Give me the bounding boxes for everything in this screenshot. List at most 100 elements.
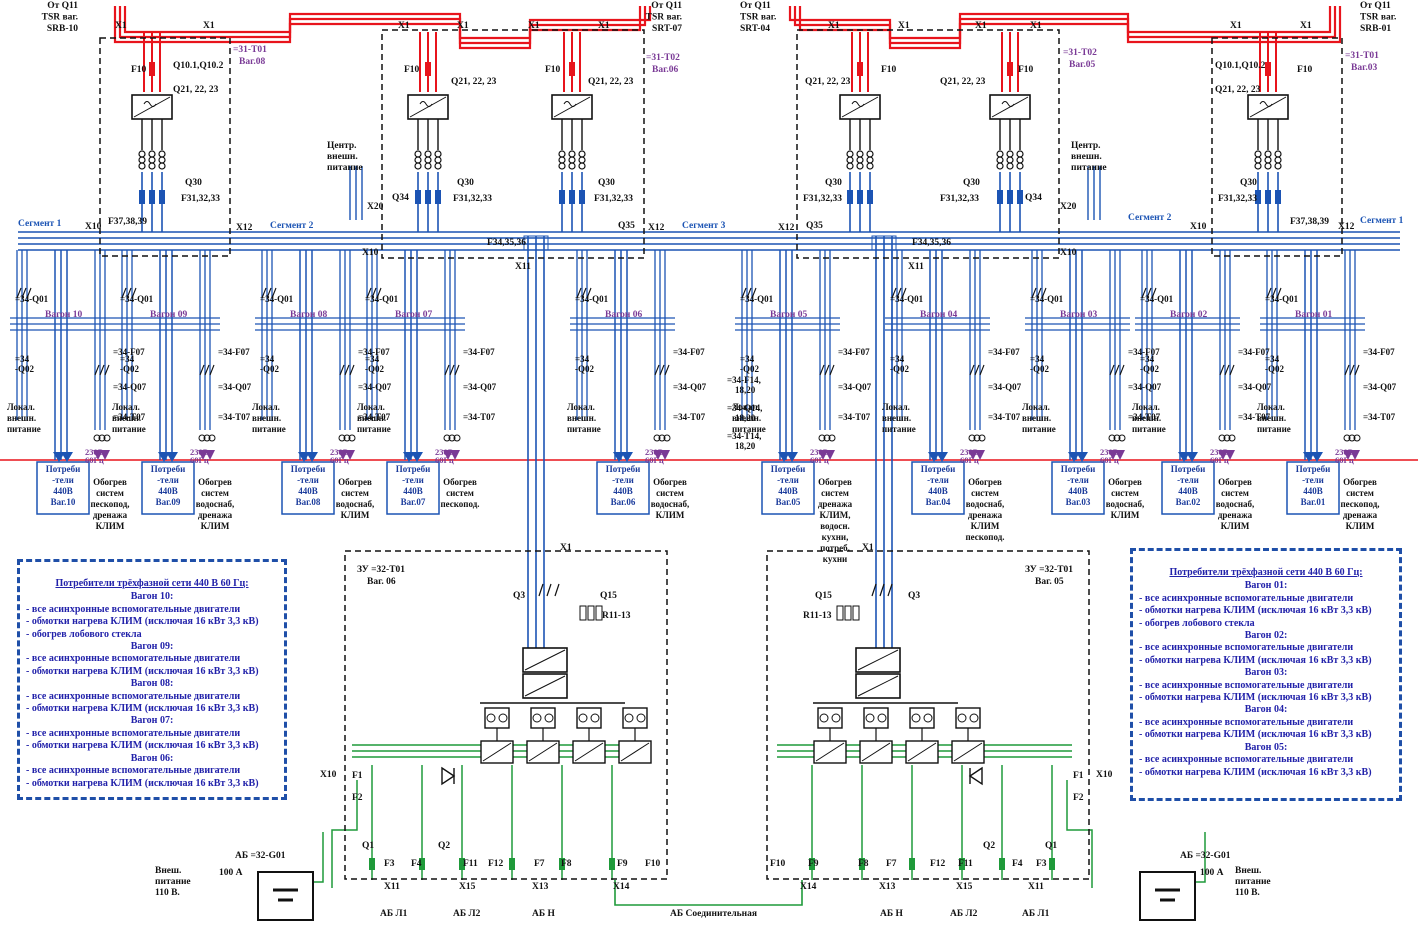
terminal-label: X15 [459, 882, 476, 892]
heater-label: дренажа [93, 510, 128, 520]
fuse-label: F37,38,39 [108, 217, 147, 227]
switch-q07 [199, 364, 205, 376]
source-label-srt04: SRT-04 [740, 24, 770, 34]
switch-q07 [339, 364, 345, 376]
central-supply-label: питание [327, 163, 363, 173]
transformer [576, 707, 602, 729]
switch-q07 [349, 364, 355, 376]
local-supply-label: питание [7, 424, 41, 434]
wagon-label: Вагон 02 [1170, 310, 1208, 320]
switch-q21-label: Q21, 22, 23 [805, 77, 851, 87]
transformer [863, 707, 889, 729]
choke-coil [856, 150, 864, 158]
transformer-coil [957, 713, 967, 723]
module-label: =31-T01 [233, 45, 267, 55]
voltage-label: 230В, [1210, 447, 1231, 457]
switch-q01 [576, 287, 582, 299]
fuse-f31-label: F31,32,33 [803, 194, 842, 204]
switch-q07 [204, 364, 210, 376]
battery-line-label: АБ Н [532, 909, 556, 919]
fuse-f10-label: F10 [545, 65, 561, 75]
switch-q01 [261, 287, 267, 299]
switch-label: Q15 [600, 591, 617, 601]
fuse-f07-label: =34-F07 [218, 347, 250, 357]
switch-q07 [94, 364, 100, 376]
switch-q02-label: -Q02 [120, 364, 139, 374]
battery-link [1066, 780, 1093, 888]
heater-transformer [1113, 434, 1121, 442]
module-label: Ваг.06 [652, 65, 678, 75]
switch-q02-label: =34 [365, 354, 380, 364]
terminal-label: X20 [1060, 202, 1077, 212]
heater-label: кухни [823, 554, 847, 564]
resistor-label: R11-13 [602, 611, 631, 621]
local-supply-label: Локал. [732, 402, 760, 412]
transformer-coil [486, 713, 496, 723]
terminal-x1-label: X1 [1230, 21, 1242, 31]
converter-wave [1259, 101, 1273, 107]
module-label: =31-T01 [1345, 51, 1379, 61]
legend-box-left: Потребители трёхфазной сети 440 В 60 Гц:… [17, 559, 287, 800]
fuse-label: F10 [645, 859, 661, 869]
heater-arrow [443, 450, 460, 460]
fuse-f31-label: F31,32,33 [453, 194, 492, 204]
consumer-label: Ваг.02 [1176, 497, 1201, 507]
source-label-srb01: SRB-01 [1360, 24, 1391, 34]
switch-q07 [1114, 364, 1120, 376]
wagon-label: Вагон 06 [605, 310, 643, 320]
heater-transformer [203, 434, 211, 442]
switch-q07 [344, 364, 350, 376]
battery-output [1195, 832, 1206, 883]
converter-diagonal [482, 742, 512, 762]
switch-q07 [829, 364, 835, 376]
switch-q30-label: Q30 [963, 178, 980, 188]
heater-transformer [823, 434, 831, 442]
transformer [817, 707, 843, 729]
fuse-f07-label: =34-F07 [838, 347, 870, 357]
consumer-arrow [1178, 452, 1198, 462]
local-supply-label: Локал. [112, 402, 140, 412]
fuse-f10 [857, 62, 863, 76]
terminal-label: X14 [800, 882, 817, 892]
converter-diagonal [991, 96, 1029, 118]
resistor [852, 605, 860, 621]
legend-heading: Вагон 07: [130, 715, 174, 727]
converter-diagonal [907, 742, 937, 762]
switch-label: Q3 [908, 591, 920, 601]
terminal-label: X11 [908, 262, 924, 272]
heater-label: КЛИМ [201, 521, 230, 531]
switch-q01 [751, 287, 757, 299]
switch-q02-label: -Q02 [365, 364, 384, 374]
transformer-t14-label: =34-T14, [727, 431, 761, 441]
rectifier-diagonal [524, 649, 566, 671]
choke-coil [1254, 156, 1262, 164]
choke-coil [138, 162, 146, 170]
heater-label: КЛИМ, [820, 510, 851, 520]
switch-q02-label: -Q02 [260, 364, 279, 374]
transformer-t07-label: =34-T07 [1128, 412, 1161, 422]
wagon-label: Вагон 01 [1295, 310, 1333, 320]
choke-coil [568, 162, 576, 170]
terminal-label: X14 [613, 882, 630, 892]
battery-fuse [509, 858, 515, 870]
switch-q02-label: -Q02 [1030, 364, 1049, 374]
switch-q01 [581, 287, 587, 299]
switch-q01 [366, 287, 372, 299]
transformer-t14-label: 18,20 [735, 441, 756, 451]
terminal-x1-label: X1 [528, 21, 540, 31]
transformer-coil [624, 713, 634, 723]
external-supply-label: 110 В. [155, 888, 180, 898]
source-label-srb01: TSR ваг. [1360, 13, 1396, 23]
switch-q01 [1146, 287, 1152, 299]
voltage-label: 230В, [960, 447, 981, 457]
switch-q07 [449, 364, 455, 376]
segment-label: Сегмент 1 [1360, 216, 1404, 226]
fuse-f31 [559, 190, 565, 204]
converter-diagonal [553, 96, 591, 118]
choke-coil [148, 162, 156, 170]
terminal-label: X10 [362, 248, 379, 258]
heater-arrow [93, 450, 110, 460]
switch-q01 [1036, 287, 1042, 299]
consumer-label: Ваг.09 [156, 497, 181, 507]
external-supply-label: питание [155, 877, 191, 887]
